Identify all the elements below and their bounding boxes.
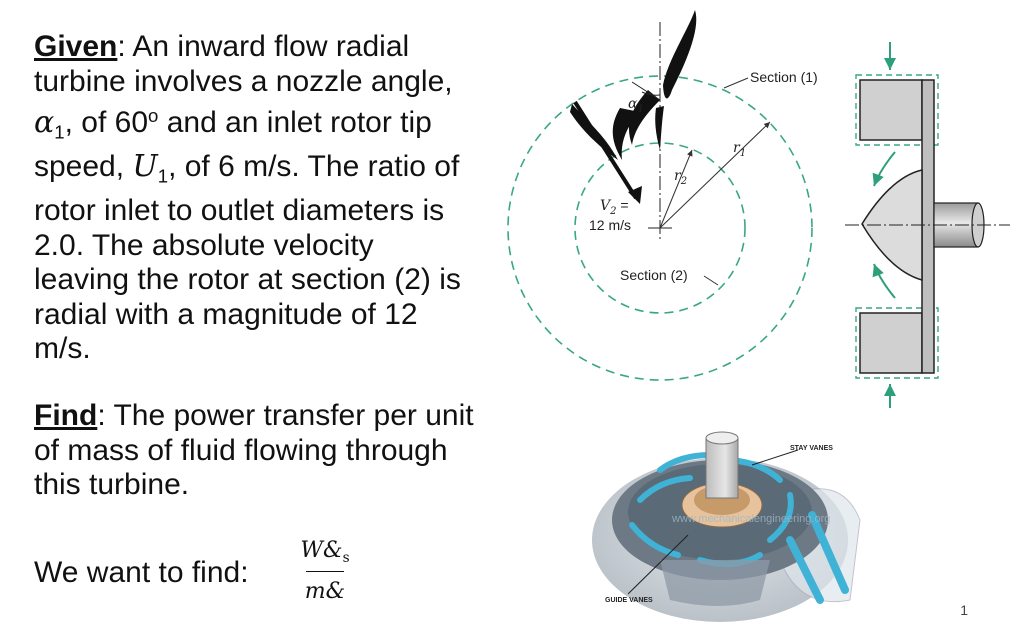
alpha-symbol: α [34,105,55,141]
inflow-arrow [573,100,638,200]
flow-arrow-curve-bottom [872,263,896,299]
v2-label: V2 = [600,197,629,217]
alpha-1-label: α1 [628,96,644,115]
r1-radius-line [659,121,771,229]
section-2-label: Section (2) [620,267,688,283]
fraction-bar [306,571,344,572]
r1-label: r1 [733,140,746,159]
nozzle-vane-3 [612,108,640,160]
fraction-denominator: m& [304,579,346,604]
find-text: : The power transfer per unit of mass of… [34,399,474,501]
want-label: We want to find: [34,556,249,589]
given-text-2: , of 60 [64,106,149,140]
given-heading: Given [34,30,118,63]
find-heading: Find [34,399,98,432]
section-1-label: Section (1) [750,69,818,85]
watermark: www.mechanicalengineering.org [671,513,830,525]
turbine-side-section [845,42,1010,408]
degree-superscript: o [148,105,159,126]
page-number: 1 [960,602,968,618]
given-paragraph: Given: An inward flow radial turbine inv… [34,30,474,367]
find-paragraph: Find: The power transfer per unit of mas… [34,399,474,503]
given-text-3: and an inlet rotor tip speed, [34,106,432,184]
stay-vanes-label: STAY VANES [790,445,833,452]
u-subscript: 1 [157,165,169,187]
alpha-subscript: 1 [54,121,65,143]
section-1-circle [507,75,813,381]
power-per-mass-fraction: W&s m& [300,535,350,608]
section-2-circle [574,142,746,314]
given-text-4: , of 6 m/s. The ratio of rotor inlet to … [34,150,461,366]
r2-label: r2 [674,168,687,187]
nozzle-vane-5 [655,106,664,150]
flow-arrow-curve-top [872,151,896,187]
r2-radius-line [659,149,693,229]
fraction-numerator: W&s [300,538,350,566]
nozzle-vane-1 [663,10,697,99]
u-symbol: U [132,149,158,185]
guide-vanes-label: GUIDE VANES [605,597,653,604]
turbine-3d-illustration: STAY VANES GUIDE VANES www.mechanicaleng… [592,431,861,622]
nozzle-vane-2 [628,90,660,145]
v2-value-label: 12 m/s [589,217,631,233]
given-text-1: : An inward flow radial turbine involves… [34,30,453,98]
radial-turbine-section-diagram: α1 r1 r2 Section (1) Section (2) V2 = 12… [507,10,818,381]
